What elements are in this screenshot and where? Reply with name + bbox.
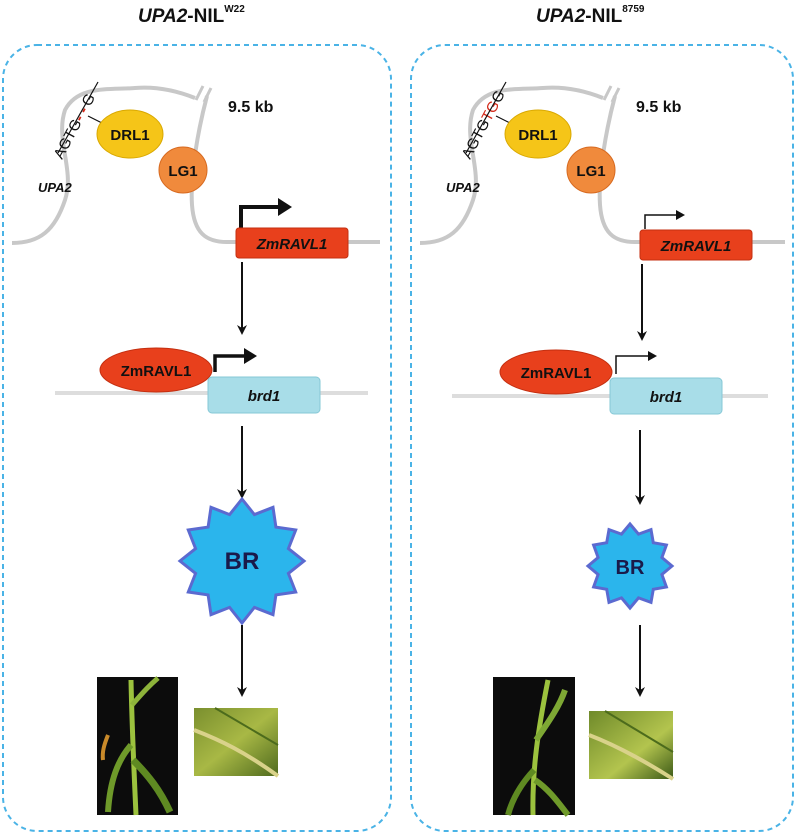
dna-break-mark [610, 87, 621, 103]
lg1-oval [566, 146, 616, 194]
lg1-oval [158, 146, 208, 194]
zmravl1-protein-label: ZmRAVL1 [521, 365, 592, 382]
promoter-arrowhead [278, 198, 292, 216]
drl1-oval [96, 109, 164, 159]
zmravl1-gene-box [639, 229, 753, 261]
title-suffix: -NIL [585, 6, 623, 27]
panel-title-w22: UPA2-NILW22 [138, 4, 245, 28]
locus-label: UPA2 [38, 180, 72, 195]
plant-photo [97, 676, 178, 816]
drl1-oval [504, 109, 572, 159]
distance-label: 9.5 kb [636, 99, 682, 116]
br-label: BR [225, 548, 260, 575]
br-star [177, 496, 307, 626]
sequence-underline [465, 81, 507, 154]
zmravl1-protein-oval [99, 347, 213, 393]
promoter-arrow [644, 214, 678, 229]
promoter-arrow [239, 205, 280, 229]
br-label: BR [616, 557, 645, 579]
brd1-gene-box [207, 376, 321, 414]
panel-8759: AGTGTGG DRL1 LG1 9.5 kb UPA2 ZmRAVL1 ZmR… [410, 44, 794, 832]
distance-label: 9.5 kb [228, 99, 274, 116]
title-suffix: -NIL [187, 6, 225, 27]
dna-strand [597, 95, 785, 245]
brd1-gene-box [609, 377, 723, 415]
drl1-label: DRL1 [518, 127, 557, 144]
title-superscript: 8759 [622, 4, 645, 15]
brd1-gene-label: brd1 [650, 389, 683, 406]
promoter-arrowhead [676, 210, 685, 220]
sequence-label: AGTG- -G [51, 91, 100, 162]
sequence-underline [57, 81, 99, 154]
brd1-gene-label: brd1 [248, 388, 281, 405]
dna-strand [419, 85, 604, 245]
promoter-arrow [213, 354, 246, 372]
dna-strand [189, 95, 380, 245]
lg1-label: LG1 [168, 163, 197, 180]
dna-break-mark [202, 87, 213, 103]
zmravl1-gene-label: ZmRAVL1 [256, 236, 328, 253]
br-star [585, 521, 675, 611]
title-superscript: W22 [224, 4, 245, 15]
leaf-closeup-photo [588, 710, 675, 781]
panel-title-8759: UPA2-NIL8759 [536, 4, 645, 28]
title-gene: UPA2 [138, 6, 188, 27]
zmravl1-gene-box [235, 227, 349, 259]
panel-border [410, 44, 794, 832]
panel-border [2, 44, 392, 832]
panel-w22: AGTG- -G DRL1 LG1 9.5 kb UPA2 ZmRAVL1 Zm… [2, 44, 392, 832]
zmravl1-gene-label: ZmRAVL1 [660, 238, 732, 255]
dna-break-mark [602, 85, 613, 101]
leaf-closeup-photo [193, 707, 280, 778]
title-gene: UPA2 [536, 6, 586, 27]
lg1-label: LG1 [576, 163, 605, 180]
locus-label: UPA2 [446, 180, 480, 195]
zmravl1-protein-label: ZmRAVL1 [121, 363, 192, 380]
zmravl1-protein-oval [499, 349, 613, 395]
promoter-arrowhead [648, 351, 657, 361]
plant-photo [493, 677, 575, 817]
promoter-arrowhead [244, 348, 257, 364]
promoter-arrow [615, 355, 650, 374]
drl1-label: DRL1 [110, 127, 149, 144]
dna-break-mark [194, 85, 205, 101]
dna-strand [11, 85, 196, 245]
